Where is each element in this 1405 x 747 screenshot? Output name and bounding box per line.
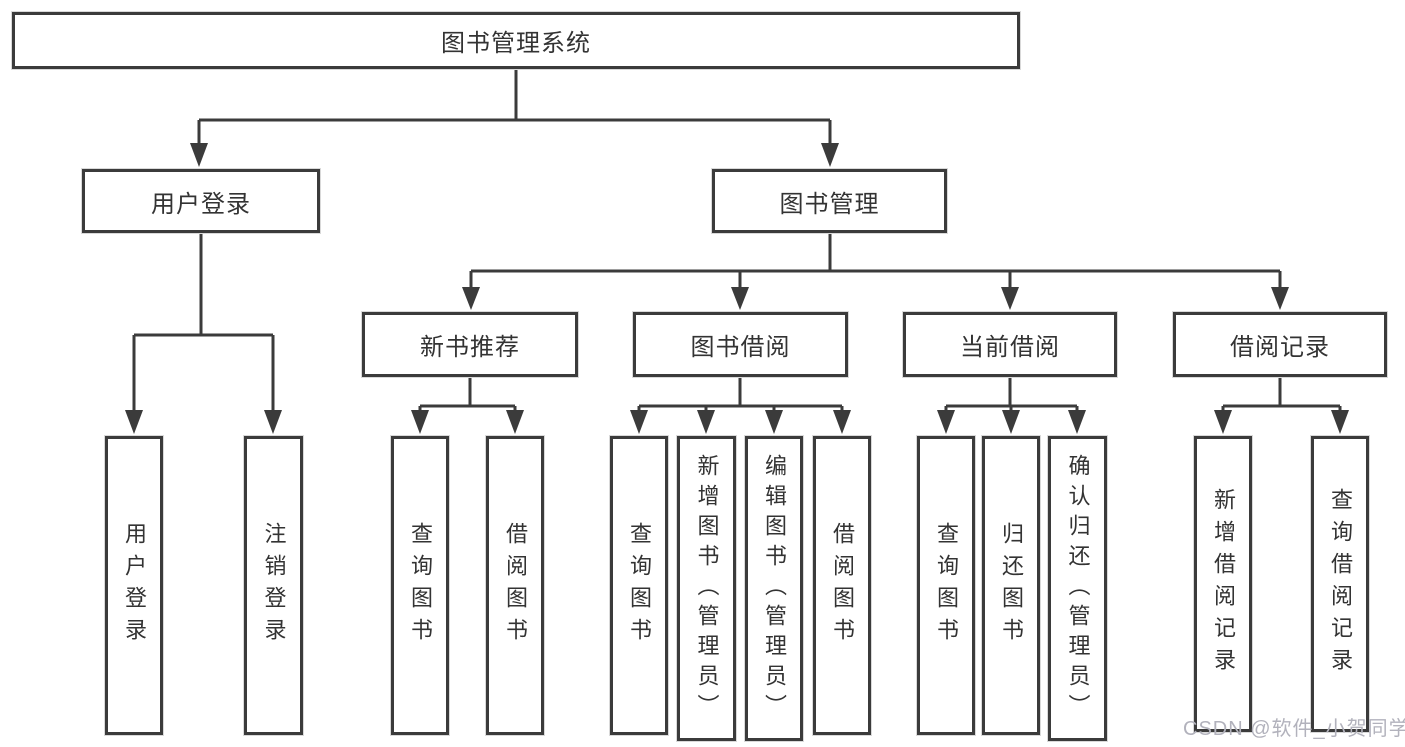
node-query-books-recommend: 查询图书 [391,436,449,735]
node-user-login-branch-label: 用户登录 [151,190,251,218]
node-logout-leaf-label: 注销登录 [261,521,287,650]
node-book-management-branch-label: 图书管理 [779,190,880,218]
node-library-system: 图书管理系统 [12,12,1020,69]
node-query-books-recommend-label: 查询图书 [408,521,433,650]
node-query-books-borrowing: 查询图书 [610,436,668,735]
node-edit-books-admin: 编辑图书（管理员） [745,436,803,741]
node-book-management-branch: 图书管理 [712,169,947,233]
node-add-books-admin-label: 新增图书（管理员） [694,453,720,724]
node-current-borrowing: 当前借阅 [903,312,1117,377]
node-borrow-books-recommend: 借阅图书 [486,436,544,735]
node-book-borrowing: 图书借阅 [633,312,848,377]
csdn-watermark: CSDN @软件_小贺同学 [1183,718,1405,740]
node-add-books-admin: 新增图书（管理员） [677,436,736,741]
node-borrow-books-recommend-label: 借阅图书 [503,521,528,650]
node-user-login-leaf-label: 用户登录 [122,521,147,650]
node-confirm-return-admin-label: 确认归还（管理员） [1065,453,1091,724]
node-query-borrow-record-label: 查询借阅记录 [1328,488,1353,680]
node-book-borrowing-label: 图书借阅 [690,334,791,361]
node-new-book-recommend-label: 新书推荐 [420,334,520,361]
arrowheads [125,143,1349,434]
node-query-books-current: 查询图书 [917,436,975,735]
node-borrowing-records-label: 借阅记录 [1230,334,1330,361]
node-query-borrow-record: 查询借阅记录 [1311,436,1369,732]
node-new-book-recommend: 新书推荐 [362,312,578,377]
node-library-system-label: 图书管理系统 [441,30,591,57]
node-add-borrow-record: 新增借阅记录 [1194,436,1252,732]
node-borrow-books-borrowing: 借阅图书 [813,436,871,735]
node-logout-leaf: 注销登录 [244,436,303,735]
node-borrowing-records: 借阅记录 [1173,312,1387,377]
node-query-books-borrowing-label: 查询图书 [627,521,652,650]
node-return-books: 归还图书 [982,436,1040,735]
node-return-books-label: 归还图书 [999,521,1024,650]
node-borrow-books-borrowing-label: 借阅图书 [830,521,855,650]
node-confirm-return-admin: 确认归还（管理员） [1048,436,1107,741]
node-current-borrowing-label: 当前借阅 [960,334,1060,361]
node-query-books-current-label: 查询图书 [934,521,959,650]
node-edit-books-admin-label: 编辑图书（管理员） [762,453,787,724]
node-user-login-leaf: 用户登录 [105,436,163,735]
node-add-borrow-record-label: 新增借阅记录 [1211,488,1236,680]
node-user-login-branch: 用户登录 [82,169,320,233]
